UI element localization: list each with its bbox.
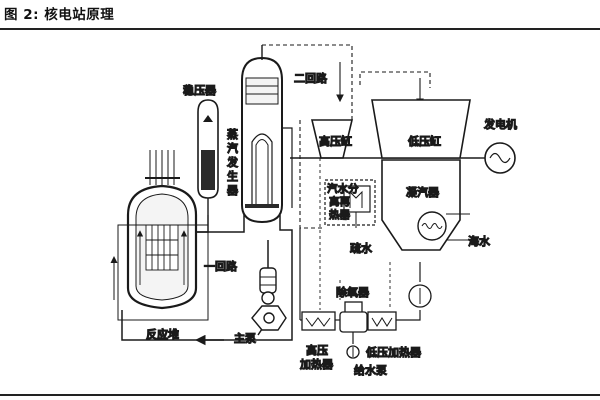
label-hp-cylinder: 高压缸 [319, 134, 352, 148]
label-pressurizer: 稳压器 [183, 83, 216, 97]
label-drain-water: 疏水 [350, 241, 372, 255]
label-deaerator: 除氧器 [336, 285, 369, 299]
label-condenser: 凝汽器 [406, 185, 439, 199]
lp-heater [367, 311, 397, 331]
top-rule [0, 28, 600, 30]
lp-cylinder [371, 99, 471, 159]
label-generator: 发电机 [484, 117, 517, 131]
label-main-pump: 主泵 [234, 332, 256, 345]
reactor [126, 150, 198, 310]
pressurizer [197, 99, 219, 215]
label-reactor: 反应堆 [146, 327, 179, 341]
feed-pump [346, 345, 360, 359]
reactor-building [117, 224, 209, 321]
label-feed-pump: 给水泵 [354, 364, 387, 377]
label-secondary-loop: 二回路 [294, 72, 327, 85]
figure-title: 图 2: 核电站原理 [4, 3, 114, 23]
deaerator [339, 301, 368, 344]
label-separator-reheater: 汽水分 离再 热器 [327, 182, 362, 221]
steam-generator [241, 45, 283, 224]
label-steam-generator: 蒸 汽 发 生 器 [227, 128, 242, 197]
hp-heater [301, 311, 336, 331]
figure-label: 图 2: [4, 7, 39, 23]
figure-title-text: 核电站原理 [44, 7, 115, 23]
label-primary-loop: 一回路 [204, 260, 237, 273]
main-pump [251, 267, 287, 331]
condenser [381, 159, 478, 251]
label-lp-cylinder: 低压缸 [408, 134, 441, 148]
reactor-core [145, 224, 179, 271]
label-seawater: 海水 [468, 234, 490, 248]
generator [480, 142, 516, 174]
condensate-pump [408, 284, 432, 308]
separator-reheater [324, 179, 376, 228]
feedwater-pipes [282, 127, 421, 321]
label-hp-heater: 高压 加热器 [300, 343, 333, 371]
label-lp-heater: 低压加热器 [366, 346, 421, 359]
control-rods [145, 150, 180, 185]
bottom-rule [0, 394, 600, 396]
dashed-extraction [319, 158, 391, 310]
